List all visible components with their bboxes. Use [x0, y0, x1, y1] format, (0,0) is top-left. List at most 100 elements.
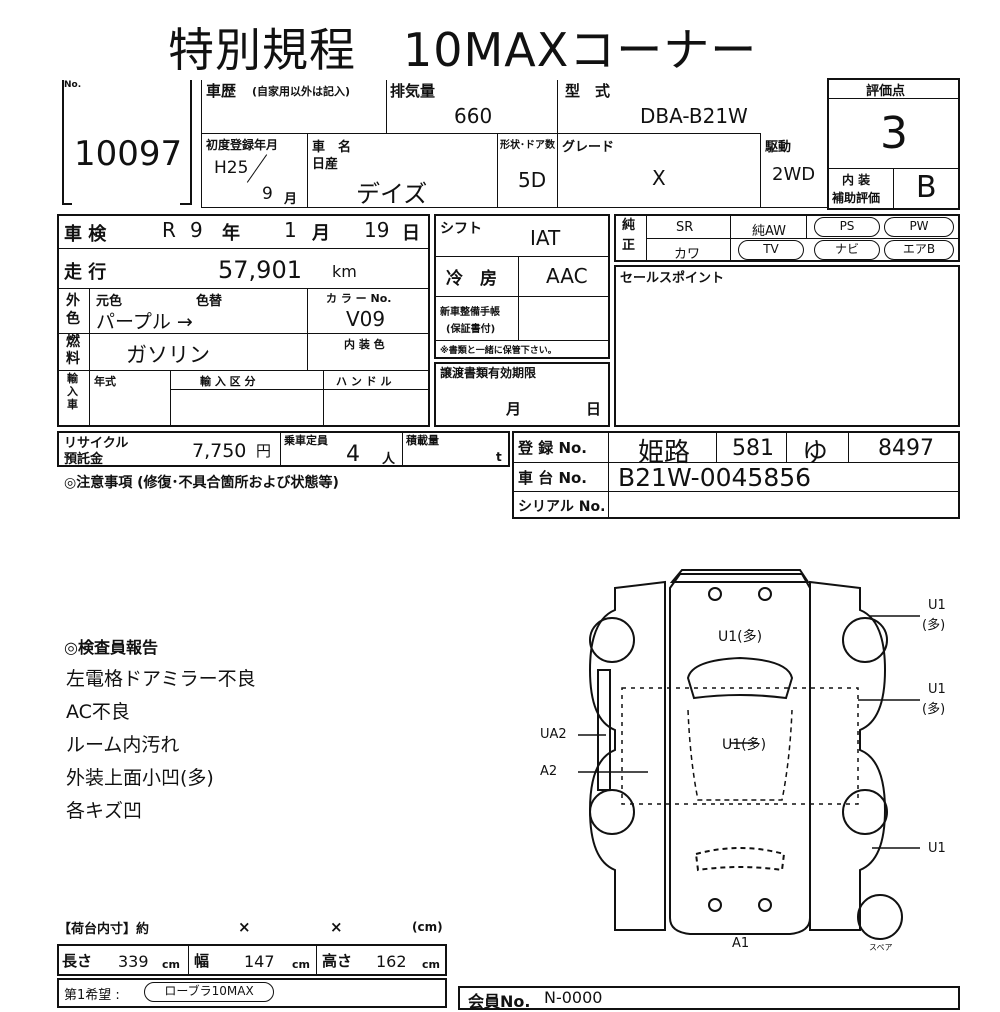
equip-sr: SR — [676, 220, 694, 235]
reg-class: 581 — [732, 436, 774, 461]
diagram-label-right: U1 — [928, 598, 946, 613]
registration-panel — [512, 431, 960, 519]
diagram-label-left: A2 — [540, 764, 558, 779]
cargo-width-value: 147 — [244, 952, 275, 971]
score-value: 3 — [880, 108, 908, 159]
diagram-label-left: UA2 — [540, 727, 567, 742]
model-year-label: 年式 — [94, 375, 116, 388]
manual-label-1: 新車整備手帳 — [440, 307, 500, 318]
sales-point-box — [614, 265, 960, 427]
member-value: N-0000 — [544, 988, 603, 1007]
equip-pw: PW — [884, 217, 954, 237]
diagram-label-center: U1(多) — [722, 737, 767, 753]
orig-color: パープル → — [96, 311, 193, 333]
load-label: 積載量 — [406, 434, 439, 447]
shape-value: 5D — [518, 168, 547, 192]
maker: 日産 — [312, 157, 339, 172]
spare-label: スペア — [869, 943, 893, 952]
year-unit: 年 — [222, 223, 240, 244]
manual-label-2: (保証書付) — [446, 324, 496, 335]
interior-label-1: 内 装 — [842, 173, 871, 187]
interior-score: B — [916, 170, 937, 205]
transfer-month: 月 — [506, 400, 522, 418]
recycle-panel — [57, 431, 510, 467]
score-box — [827, 78, 960, 210]
repaint-label: 色替 — [196, 294, 223, 309]
diagram-label-top: U1(多) — [718, 629, 763, 645]
recycle-value: 7,750 — [192, 440, 247, 462]
shift-panel — [434, 214, 610, 359]
reg-city: 姫路 — [638, 438, 691, 468]
chassis-value: B21W-0045856 — [618, 463, 812, 492]
diagram-label-right: U1 — [928, 841, 946, 856]
cargo-unit: (cm) — [412, 920, 443, 934]
equip-leather: カワ — [674, 247, 701, 262]
equip-aw: 純AW — [752, 224, 787, 239]
cargo-length-label: 長さ — [62, 952, 93, 970]
model-value: DBA-B21W — [640, 104, 748, 128]
score-label: 評価点 — [866, 84, 906, 99]
diagram-label-bottom: A1 — [732, 936, 750, 951]
first-reg-label: 初度登録年月 — [206, 138, 279, 152]
cargo-cm: cm — [162, 958, 180, 971]
fuel-label: 燃料 — [66, 334, 80, 367]
handle-label: ハ ン ド ル — [336, 375, 392, 388]
equip-ps: PS — [814, 217, 880, 237]
grade-value: X — [652, 166, 666, 190]
lot-number: 10097 — [74, 134, 183, 174]
equip-tv: TV — [738, 240, 804, 260]
member-label: 会員No. — [468, 992, 531, 1011]
member-box — [458, 986, 960, 1010]
inspector-note: 左電格ドアミラー不良 — [66, 668, 256, 690]
transfer-label: 譲渡書類有効期限 — [440, 366, 537, 380]
mileage-label: 走 行 — [64, 262, 107, 283]
model-label: 型 式 — [565, 82, 611, 100]
color-no-label: カ ラ ー No. — [326, 292, 392, 305]
drive-label: 駆動 — [765, 140, 792, 155]
equip-navi: ナビ — [814, 240, 880, 260]
cargo-x1: × — [238, 918, 251, 936]
car-name-label: 車 名 — [312, 140, 352, 155]
capacity-label: 乗車定員 — [284, 434, 328, 447]
day-unit: 日 — [402, 223, 420, 244]
cargo-x2: × — [330, 918, 343, 936]
mileage-value: 57,901 — [218, 256, 302, 284]
serial-label: シリアル No. — [518, 499, 606, 515]
reg-number: 8497 — [878, 436, 934, 461]
inspector-note: 外装上面小凹(多) — [66, 767, 214, 789]
cargo-size-box — [57, 944, 447, 976]
recycle-label-2: 預託金 — [64, 452, 104, 467]
interior-color-label: 内 装 色 — [344, 338, 385, 351]
shape-label: 形状･ドア数 — [500, 140, 555, 151]
displacement-value: 660 — [454, 104, 493, 128]
grade-label: グレード — [562, 140, 615, 155]
capacity-value: 4 — [346, 442, 360, 467]
cargo-length-value: 339 — [118, 952, 149, 971]
interior-label-2: 補助評価 — [832, 191, 881, 205]
import-label: 輸入車 — [67, 372, 78, 411]
shift-label: シフト — [440, 221, 482, 237]
capacity-unit: 人 — [382, 452, 396, 467]
shift-value: IAT — [530, 226, 561, 250]
equip-airbag: エアB — [884, 240, 954, 260]
exterior-label: 外色 — [66, 293, 80, 327]
color-no: V09 — [346, 307, 386, 331]
cargo-cm: cm — [292, 958, 310, 971]
inspection-panel — [57, 214, 430, 427]
cargo-height-value: 162 — [376, 952, 407, 971]
import-type-label: 輸 入 区 分 — [200, 375, 256, 388]
recycle-label-1: リサイクル — [64, 436, 129, 451]
sales-point-label: セールスポイント — [620, 271, 725, 286]
load-unit: t — [496, 450, 502, 464]
history-note: (自家用以外は記入) — [252, 85, 351, 98]
month-unit: 月 — [284, 192, 298, 207]
equipment-label: 純正 — [622, 218, 636, 253]
cargo-title: 【荷台内寸】約 — [58, 922, 150, 937]
no-label: No. — [64, 80, 82, 90]
diagram-label-right: (多) — [922, 702, 946, 717]
recycle-unit: 円 — [256, 442, 272, 460]
cargo-width-label: 幅 — [194, 952, 210, 970]
page-title: 特別規程 10MAXコーナー — [168, 23, 758, 77]
diagram-label-right: (多) — [922, 618, 946, 633]
first-reg-era: H25 — [214, 158, 249, 178]
